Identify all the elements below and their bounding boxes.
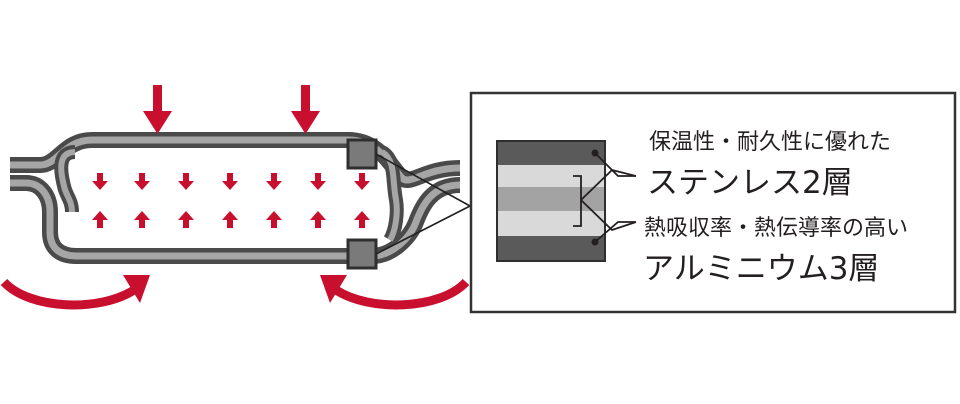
layer-sample [496,140,637,262]
arrow-up-icon [92,211,370,228]
zoom-lines [375,153,471,255]
stainless-description: 保温性・耐久性に優れた [649,130,892,155]
rim-marker-top [346,138,378,170]
rim-marker-bottom [346,238,378,270]
stainless-layer-label: ステンレス2層 [647,165,853,201]
steam-down-arrows [92,173,370,190]
aluminum-description: 熱吸収率・熱伝導率の高い [644,216,909,241]
pot-cross-section [10,132,461,270]
aluminum-layer-label: アルミニウム3層 [643,251,880,287]
curved-arrow-icon [0,275,470,310]
arrow-down-icon [143,85,320,134]
